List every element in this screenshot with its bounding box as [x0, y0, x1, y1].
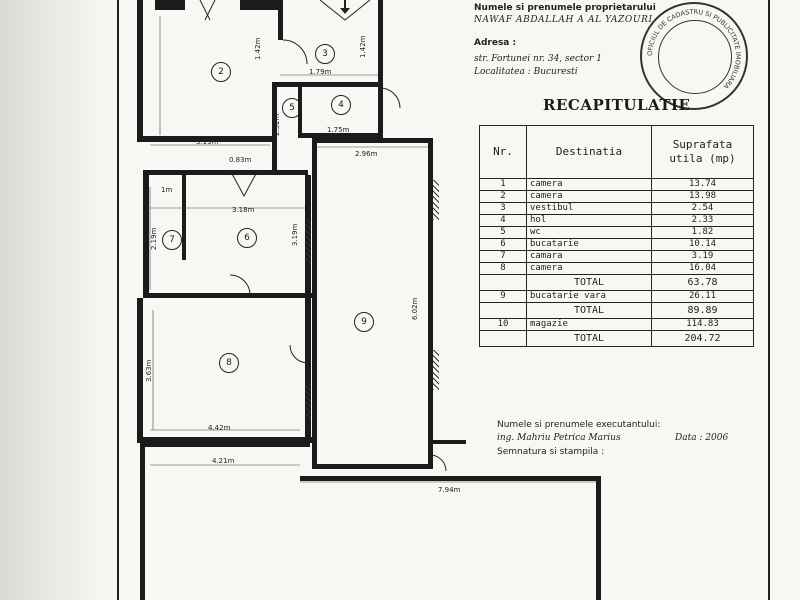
dim-label: 0.83m: [229, 156, 252, 164]
wall: [137, 437, 312, 443]
dim-label: 3.63m: [145, 359, 153, 382]
room-7-number: 7: [162, 230, 182, 250]
col-nr: Nr.: [479, 125, 527, 179]
executant-name: ing. Mahriu Petrica Marius: [497, 433, 621, 443]
wall: [272, 82, 382, 87]
wall: [312, 464, 433, 469]
recap-title: RECAPITULATIE: [543, 96, 691, 114]
room-6-number: 6: [237, 228, 257, 248]
dim-label: 2.32m: [273, 113, 281, 136]
window: [433, 180, 439, 220]
wall: [596, 476, 601, 600]
wall: [137, 136, 272, 142]
wall: [137, 0, 143, 140]
dim-label: 4.21m: [212, 457, 235, 465]
room-8-number: 8: [219, 353, 239, 373]
dim-label: 1.42m: [254, 37, 262, 60]
dim-label: 3.19m: [291, 223, 299, 246]
room-3-number: 3: [315, 44, 335, 64]
page-edge: [0, 0, 110, 600]
dim-label: 2.96m: [355, 150, 378, 158]
room-9-number: 9: [354, 312, 374, 332]
wall: [378, 0, 383, 140]
wall: [140, 443, 145, 600]
wall: [143, 170, 308, 175]
svg-text:OFICIUL DE CADASTRU SI PUBLICI: OFICIUL DE CADASTRU SI PUBLICITATE IMOBI…: [646, 8, 742, 91]
dim-label: 1m: [161, 186, 173, 194]
address-label: Adresa :: [474, 38, 517, 48]
wall: [143, 173, 149, 295]
dim-label: 3.98m: [137, 82, 145, 105]
wall: [312, 138, 432, 143]
wall: [312, 138, 317, 468]
window: [306, 385, 311, 420]
dim-label: 6.02m: [411, 297, 419, 320]
wall: [272, 82, 277, 170]
wall: [155, 0, 185, 10]
room-2-number: 2: [211, 62, 231, 82]
wall: [300, 133, 382, 138]
dim-label: 1.75m: [327, 126, 350, 134]
executant-label: Numele si prenumele executantului:: [497, 420, 661, 430]
wall: [143, 293, 313, 298]
dim-label: 3.19m: [196, 138, 219, 146]
dim-label: 3.18m: [232, 206, 255, 214]
margin-line-right: [768, 0, 770, 600]
col-destinatia: Destinatia: [526, 125, 652, 179]
address-locality: Localitatea : Bucuresti: [474, 67, 578, 77]
owner-name: NAWAF ABDALLAH A AL YAZOURI: [474, 15, 653, 25]
wall: [428, 138, 433, 468]
official-stamp: OFICIUL DE CADASTRU SI PUBLICITATE IMOBI…: [640, 2, 748, 110]
wall: [305, 175, 311, 443]
wall: [137, 298, 143, 443]
dim-label: 1.79m: [309, 68, 332, 76]
dim-label: 2.19m: [150, 227, 158, 250]
wall: [240, 0, 280, 10]
window: [306, 220, 311, 265]
room-4-number: 4: [331, 95, 351, 115]
stamp-inner-ring: [658, 20, 732, 94]
dim-label: 7.94m: [438, 486, 461, 494]
margin-line-left: [117, 0, 119, 600]
stamp-text: OFICIUL DE CADASTRU SI PUBLICITATE IMOBI…: [646, 8, 742, 91]
address-street: str. Fortunei nr. 34, sector 1: [474, 54, 602, 64]
dim-label: 1.42m: [359, 35, 367, 58]
window: [433, 350, 439, 390]
wall: [300, 476, 600, 481]
wall: [432, 440, 466, 444]
executant-date: Data : 2006: [675, 433, 729, 443]
wall: [182, 175, 186, 260]
room-5-number: 5: [282, 98, 302, 118]
wall: [278, 0, 283, 40]
owner-label: Numele si prenumele proprietarului: [474, 3, 656, 13]
signature-label: Semnatura si stampila :: [497, 447, 605, 457]
wall: [140, 443, 310, 447]
dim-label: 4.42m: [208, 424, 231, 432]
